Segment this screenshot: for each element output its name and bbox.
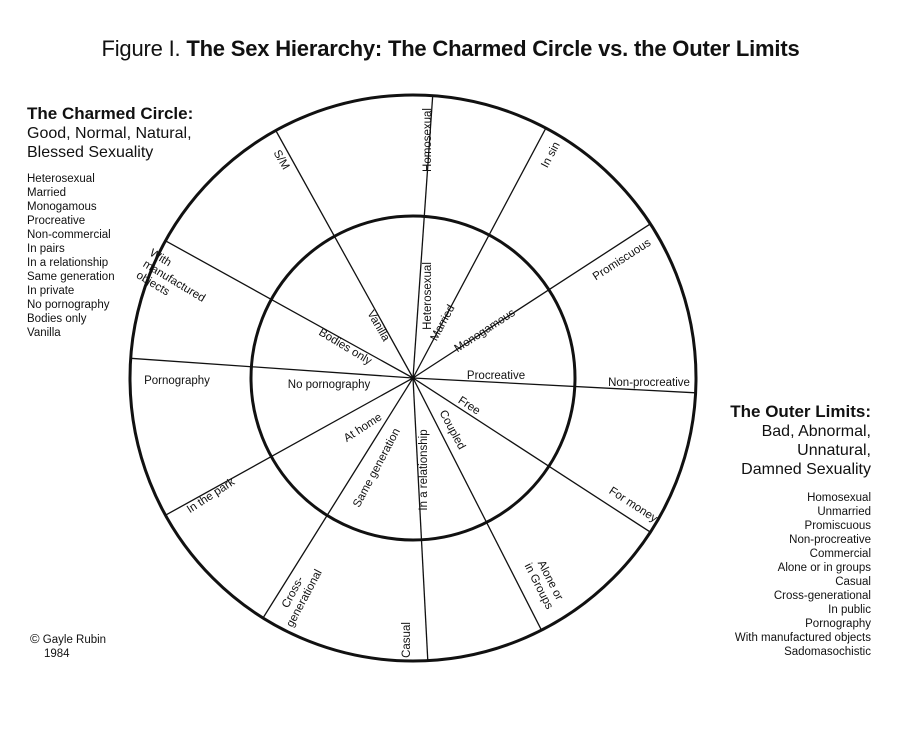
- inner-label-3: Monogamous: [453, 307, 518, 355]
- charmed-circle-legend: The Charmed Circle: Good, Normal, Natura…: [27, 104, 257, 340]
- outer-label-7: Casual: [401, 622, 413, 658]
- figure-main-title: The Sex Hierarchy: The Charmed Circle vs…: [186, 36, 800, 61]
- list-item: Sadomasochistic: [784, 646, 871, 658]
- list-item: Same generation: [27, 271, 115, 283]
- outer-label-5: For money: [607, 485, 660, 525]
- copyright-year: 1984: [44, 648, 70, 660]
- inner-label-11: Bodies only: [316, 327, 373, 368]
- spoke-11: [165, 240, 414, 379]
- charmed-circle-heading: The Charmed Circle:: [27, 104, 194, 123]
- inner-label-10: No pornography: [288, 379, 371, 391]
- spoke-2: [412, 127, 547, 379]
- spoke-4: [412, 377, 696, 394]
- list-item: Alone or in groups: [777, 562, 871, 574]
- list-item: Unmarried: [817, 506, 871, 518]
- inner-label-1: Heterosexual: [422, 262, 434, 330]
- outer-label-3: Promiscuous: [591, 237, 653, 283]
- inner-label-6: Coupled: [437, 408, 468, 451]
- outer-limits-heading: The Outer Limits:: [730, 402, 871, 421]
- figure-number: Figure I.: [101, 36, 181, 61]
- list-item: In a relationship: [27, 257, 109, 269]
- list-item: Promiscuous: [804, 520, 871, 532]
- charmed-circle-list: Heterosexual Married Monogamous Procreat…: [27, 172, 257, 340]
- outer-label-10: Pornography: [144, 375, 210, 387]
- list-item: Cross-generational: [773, 590, 871, 602]
- spoke-9: [165, 377, 414, 516]
- list-item: With manufactured objects: [734, 632, 871, 644]
- list-item: Homosexual: [807, 492, 871, 504]
- spoke-10: [130, 357, 414, 379]
- inner-ring-labels: HeterosexualMarriedMonogamousProcreative…: [288, 262, 525, 510]
- outer-limits-subtitle-1: Bad, Abnormal,: [761, 423, 871, 440]
- copyright-notice: © Gayle Rubin 1984: [30, 632, 106, 661]
- outer-limits-legend: The Outer Limits: Bad, Abnormal, Unnatur…: [611, 402, 871, 659]
- spoke-1: [412, 95, 434, 379]
- outer-label-2: In sin: [539, 140, 563, 170]
- inner-label-12: Vanilla: [364, 308, 392, 344]
- copyright-author: Gayle Rubin: [42, 634, 107, 646]
- inner-circle: [249, 214, 577, 542]
- outer-limits-subtitle-3: Damned Sexuality: [741, 461, 871, 478]
- list-item: Vanilla: [27, 327, 61, 339]
- list-item: In public: [828, 604, 871, 616]
- outer-label-11: Withmanufacturedobjects: [134, 247, 214, 316]
- list-item: No pornography: [27, 299, 110, 311]
- copyright-icon: ©: [30, 631, 40, 646]
- list-item: Non-procreative: [789, 534, 871, 546]
- spoke-6: [412, 377, 543, 631]
- list-item: Procreative: [27, 215, 86, 227]
- outer-label-8: Cross-generational: [273, 562, 325, 630]
- list-item: Pornography: [805, 618, 871, 630]
- figure-title: Figure I. The Sex Hierarchy: The Charmed…: [0, 36, 901, 62]
- spoke-12: [275, 130, 414, 379]
- spoke-5: [412, 377, 651, 533]
- outer-label-1: Homosexual: [422, 108, 434, 172]
- list-item: Commercial: [809, 548, 871, 560]
- list-item: Bodies only: [27, 313, 87, 325]
- outer-circle: [128, 93, 698, 663]
- outer-limits-list: Homosexual Unmarried Promiscuous Non-pro…: [611, 491, 871, 659]
- inner-label-9: At home: [342, 411, 384, 444]
- inner-label-4: Procreative: [467, 370, 525, 382]
- outer-label-9: In the park: [185, 476, 237, 516]
- list-item: In pairs: [27, 243, 65, 255]
- inner-label-7: In a relationship: [418, 429, 430, 510]
- spoke-8: [262, 377, 414, 619]
- outer-limits-subtitle-2: Unnatural,: [797, 442, 871, 459]
- charmed-circle-subtitle-2: Blessed Sexuality: [27, 144, 154, 161]
- list-item: Non-commercial: [27, 229, 111, 241]
- list-item: Casual: [835, 576, 871, 588]
- outer-ring-labels: Homosexual In sinPromiscuousNon-procreati…: [134, 108, 690, 658]
- outer-label-4: Non-procreative: [608, 377, 690, 389]
- spoke-7: [412, 377, 429, 661]
- list-item: Monogamous: [27, 201, 97, 213]
- list-item: Heterosexual: [27, 173, 95, 185]
- list-item: Married: [27, 187, 66, 199]
- spokes: [130, 95, 696, 661]
- charmed-circle-subtitle-1: Good, Normal, Natural,: [27, 125, 192, 142]
- inner-label-8: Same generation: [351, 427, 403, 510]
- spoke-3: [412, 223, 651, 379]
- list-item: In private: [27, 285, 75, 297]
